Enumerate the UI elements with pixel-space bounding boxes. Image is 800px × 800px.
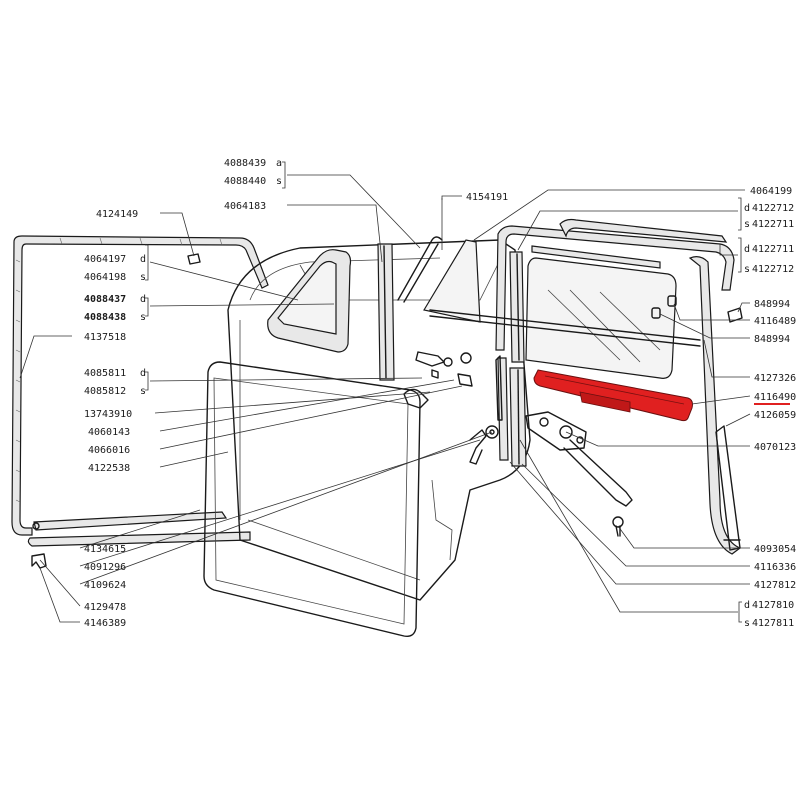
label-4154191: 4154191 <box>466 192 508 203</box>
door-handle-parts <box>403 351 473 409</box>
inner-handle-parts <box>469 355 503 465</box>
label-4064199: 4064199 <box>750 186 792 197</box>
label-4093054: 4093054 <box>754 544 796 555</box>
small-fastener-848994 <box>651 295 743 323</box>
label-4088437: 4088437 <box>84 294 126 305</box>
label-suffix-d: d <box>140 254 146 265</box>
label-4146389: 4146389 <box>84 618 126 629</box>
label-suffix-s: s <box>140 386 146 397</box>
label-4085812: 4085812 <box>84 386 126 397</box>
label-4116336: 4116336 <box>754 562 796 573</box>
label-4122712: 4122712 <box>752 203 794 214</box>
small-clip <box>31 553 47 569</box>
rear-channel-strip <box>497 357 509 461</box>
vent-pivot-rod <box>397 236 443 303</box>
rear-window-runner <box>688 256 742 555</box>
label-4122711: 4122711 <box>752 244 794 255</box>
label-suffix-d: d <box>744 600 750 611</box>
label-4116490: 4116490 <box>754 392 796 403</box>
label-4134615: 4134615 <box>84 544 126 555</box>
leader-lines <box>19 161 751 623</box>
label-4122711: 4122711 <box>752 219 794 230</box>
highlighted-window-bottom-seal <box>533 369 693 422</box>
label-suffix-s: s <box>744 219 750 230</box>
label-suffix-s: s <box>140 312 146 323</box>
bottom-seal-strip <box>27 511 251 547</box>
label-4085811: 4085811 <box>84 368 126 379</box>
label-4129478: 4129478 <box>84 602 126 613</box>
vent-channel <box>377 243 395 381</box>
label-848994: 848994 <box>754 299 790 310</box>
window-frame-seal <box>495 218 735 351</box>
label-4124149: 4124149 <box>96 209 138 220</box>
highlighted-part-4116490 <box>533 369 693 422</box>
label-4064183: 4064183 <box>224 201 266 212</box>
label-suffix-a: a <box>276 158 282 169</box>
label-suffix-s: s <box>276 176 282 187</box>
label-4064198: 4064198 <box>84 272 126 283</box>
labels-right: 4064199 d 4122712 s 4122711 d 4122711 s … <box>744 186 796 629</box>
label-4070123: 4070123 <box>754 442 796 453</box>
label-4127811: 4127811 <box>752 618 794 629</box>
vent-window-seal <box>267 249 352 353</box>
label-suffix-d: d <box>140 294 146 305</box>
window-rail <box>429 245 701 347</box>
label-4122712: 4122712 <box>752 264 794 275</box>
label-4137518: 4137518 <box>84 332 126 343</box>
label-4116489: 4116489 <box>754 316 796 327</box>
label-4060143: 4060143 <box>88 427 130 438</box>
label-4127810: 4127810 <box>752 600 794 611</box>
label-4127812: 4127812 <box>754 580 796 591</box>
labels-left: 4124149 4064197 d 4064198 s 4088437 d 40… <box>84 209 146 629</box>
label-suffix-s: s <box>744 618 750 629</box>
label-4091296: 4091296 <box>84 562 126 573</box>
label-4109624: 4109624 <box>84 580 126 591</box>
label-4064197: 4064197 <box>84 254 126 265</box>
label-suffix-d: d <box>744 203 750 214</box>
label-4088439: 4088439 <box>224 158 266 169</box>
label-4088440: 4088440 <box>224 176 266 187</box>
seal-clip <box>187 253 201 265</box>
label-4127326: 4127326 <box>754 373 796 384</box>
label-4126059: 4126059 <box>754 410 796 421</box>
quarter-glass <box>423 239 481 323</box>
label-13743910: 13743910 <box>84 409 132 420</box>
labels-top: 4088439 a 4088440 s 4064183 4154191 <box>224 158 508 212</box>
label-4088438: 4088438 <box>84 312 126 323</box>
label-4066016: 4066016 <box>88 445 130 456</box>
front-window-channel <box>509 251 527 467</box>
label-suffix-d: d <box>744 244 750 255</box>
label-4122538: 4122538 <box>88 463 130 474</box>
window-regulator <box>525 411 633 537</box>
door-seal-frame <box>11 235 269 536</box>
inner-door-panel <box>203 361 421 638</box>
label-suffix-d: d <box>140 368 146 379</box>
label-suffix-s: s <box>744 264 750 275</box>
label-suffix-s: s <box>140 272 146 283</box>
label-848994: 848994 <box>754 334 790 345</box>
